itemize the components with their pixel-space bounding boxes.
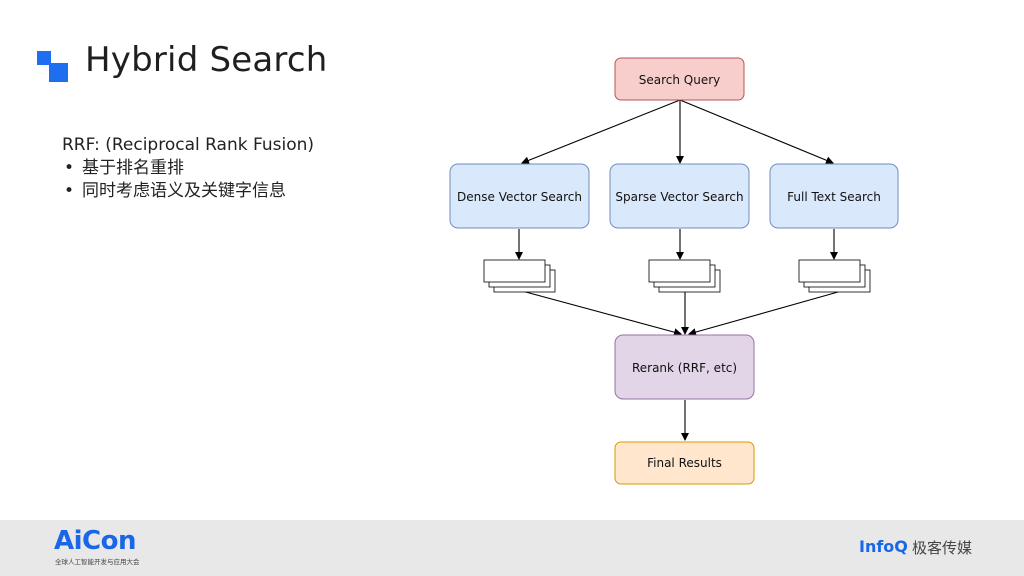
title-logo-icon [37,51,71,85]
footer-bar [0,520,1024,576]
node-search-query-label: Search Query [639,73,721,87]
node-full-text-search: Full Text Search [769,163,899,229]
edge-docs1-rerank [521,290,682,337]
infoq-logo: InfoQ [859,537,908,556]
node-dense-vector-search: Dense Vector Search [449,163,590,229]
edge-query-fulltext [679,99,834,165]
edges [515,99,839,441]
node-rerank: Rerank (RRF, etc) [614,334,755,400]
document-stack-icon [648,259,721,293]
aicon-tagline: 全球人工智能开发与应用大会 [55,558,140,566]
edge-docs3-rerank [688,291,839,336]
node-search-query: Search Query [614,57,745,101]
body-text: RRF: (Reciprocal Rank Fusion) •基于排名重排 •同… [62,134,314,203]
aicon-logo: AiCon [54,526,137,556]
node-fulltext-label: Full Text Search [787,190,881,204]
bullet-item: •同时考虑语义及关键字信息 [64,181,286,201]
rrf-heading: RRF: (Reciprocal Rank Fusion) [62,135,315,155]
edge-query-dense [521,99,681,165]
node-dense-label: Dense Vector Search [457,190,582,204]
document-stack-icon [798,259,871,293]
node-sparse-label: Sparse Vector Search [615,190,743,204]
node-final-results: Final Results [614,441,755,485]
geek-media-logo: 极客传媒 [912,539,973,557]
document-stack-icon [483,259,556,293]
node-sparse-vector-search: Sparse Vector Search [609,163,750,229]
bullet-item: •基于排名重排 [64,158,184,178]
node-rerank-label: Rerank (RRF, etc) [632,361,737,375]
slide-title: Hybrid Search [85,40,328,80]
node-final-label: Final Results [647,456,722,470]
